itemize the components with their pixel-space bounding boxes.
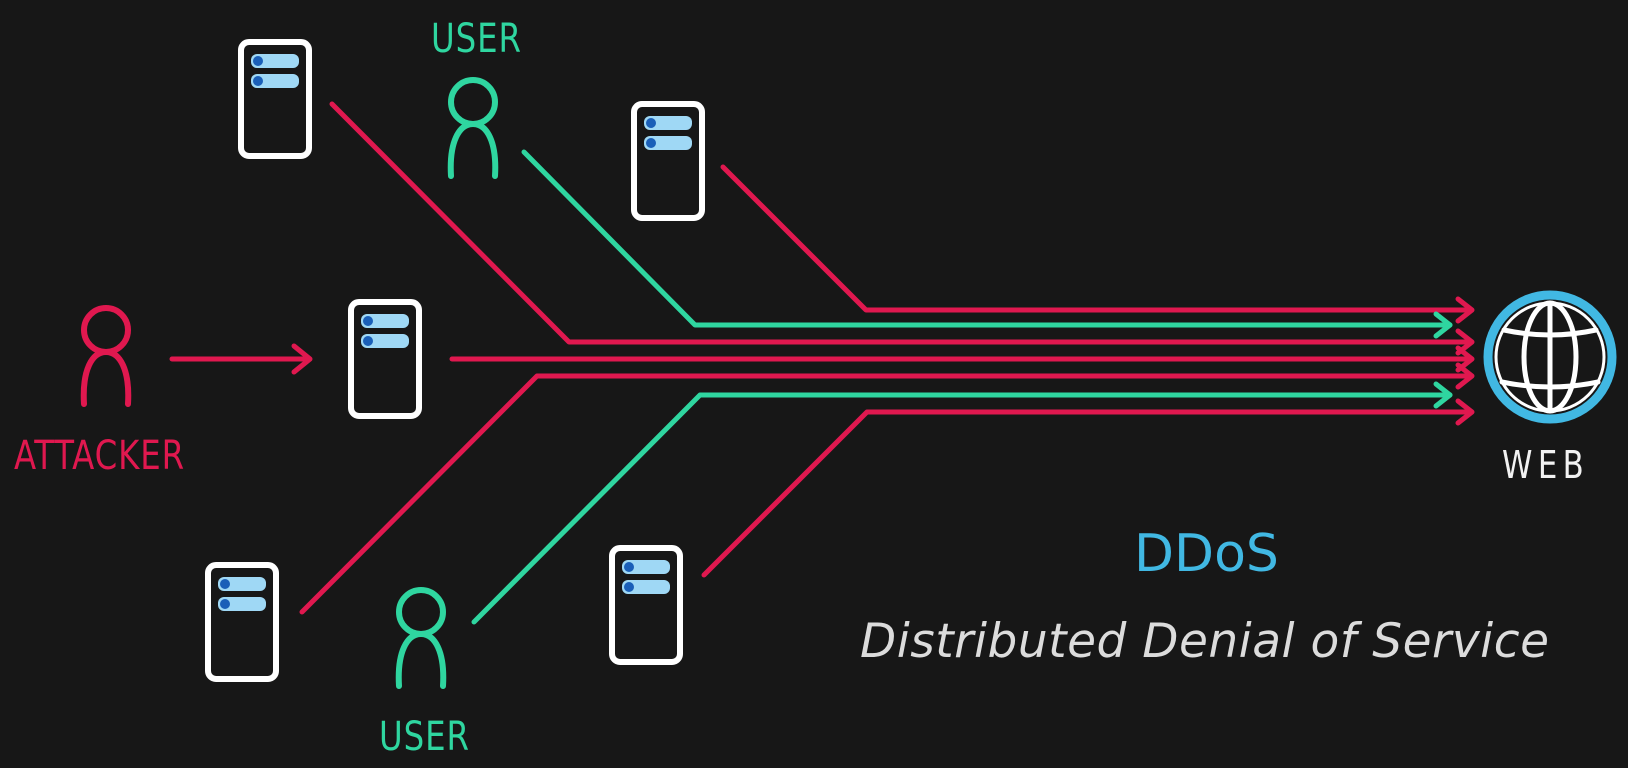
arrowheads (1433, 296, 1475, 426)
user-label-top: USER (431, 16, 522, 62)
attacker-icon (84, 308, 129, 404)
attack-stream-2 (329, 101, 1473, 345)
user-icon-top (451, 80, 496, 176)
server-icon-middle (351, 302, 419, 416)
server-icon-bottom-left (208, 565, 276, 679)
user-stream-2 (471, 392, 1453, 625)
attack-stream-4 (299, 373, 1473, 615)
diagram-subtitle: Distributed Denial of Service (860, 614, 1550, 669)
traffic-streams (299, 101, 1473, 625)
attacker-arrow (169, 343, 313, 375)
user-stream-1 (521, 149, 1453, 328)
user-icon-bottom (399, 590, 444, 686)
diagram-title: DDoS (1134, 524, 1279, 584)
server-icon-top-left (241, 42, 309, 156)
attack-stream-1 (720, 164, 1473, 313)
server-icon-bottom-right (612, 548, 680, 662)
globe-icon (1483, 290, 1617, 424)
server-icon-top-right (634, 104, 702, 218)
user-label-bottom: USER (379, 714, 470, 760)
attack-stream-5 (701, 409, 1473, 578)
web-label: WEB (1502, 443, 1590, 487)
attacker-label: ATTACKER (14, 433, 186, 479)
